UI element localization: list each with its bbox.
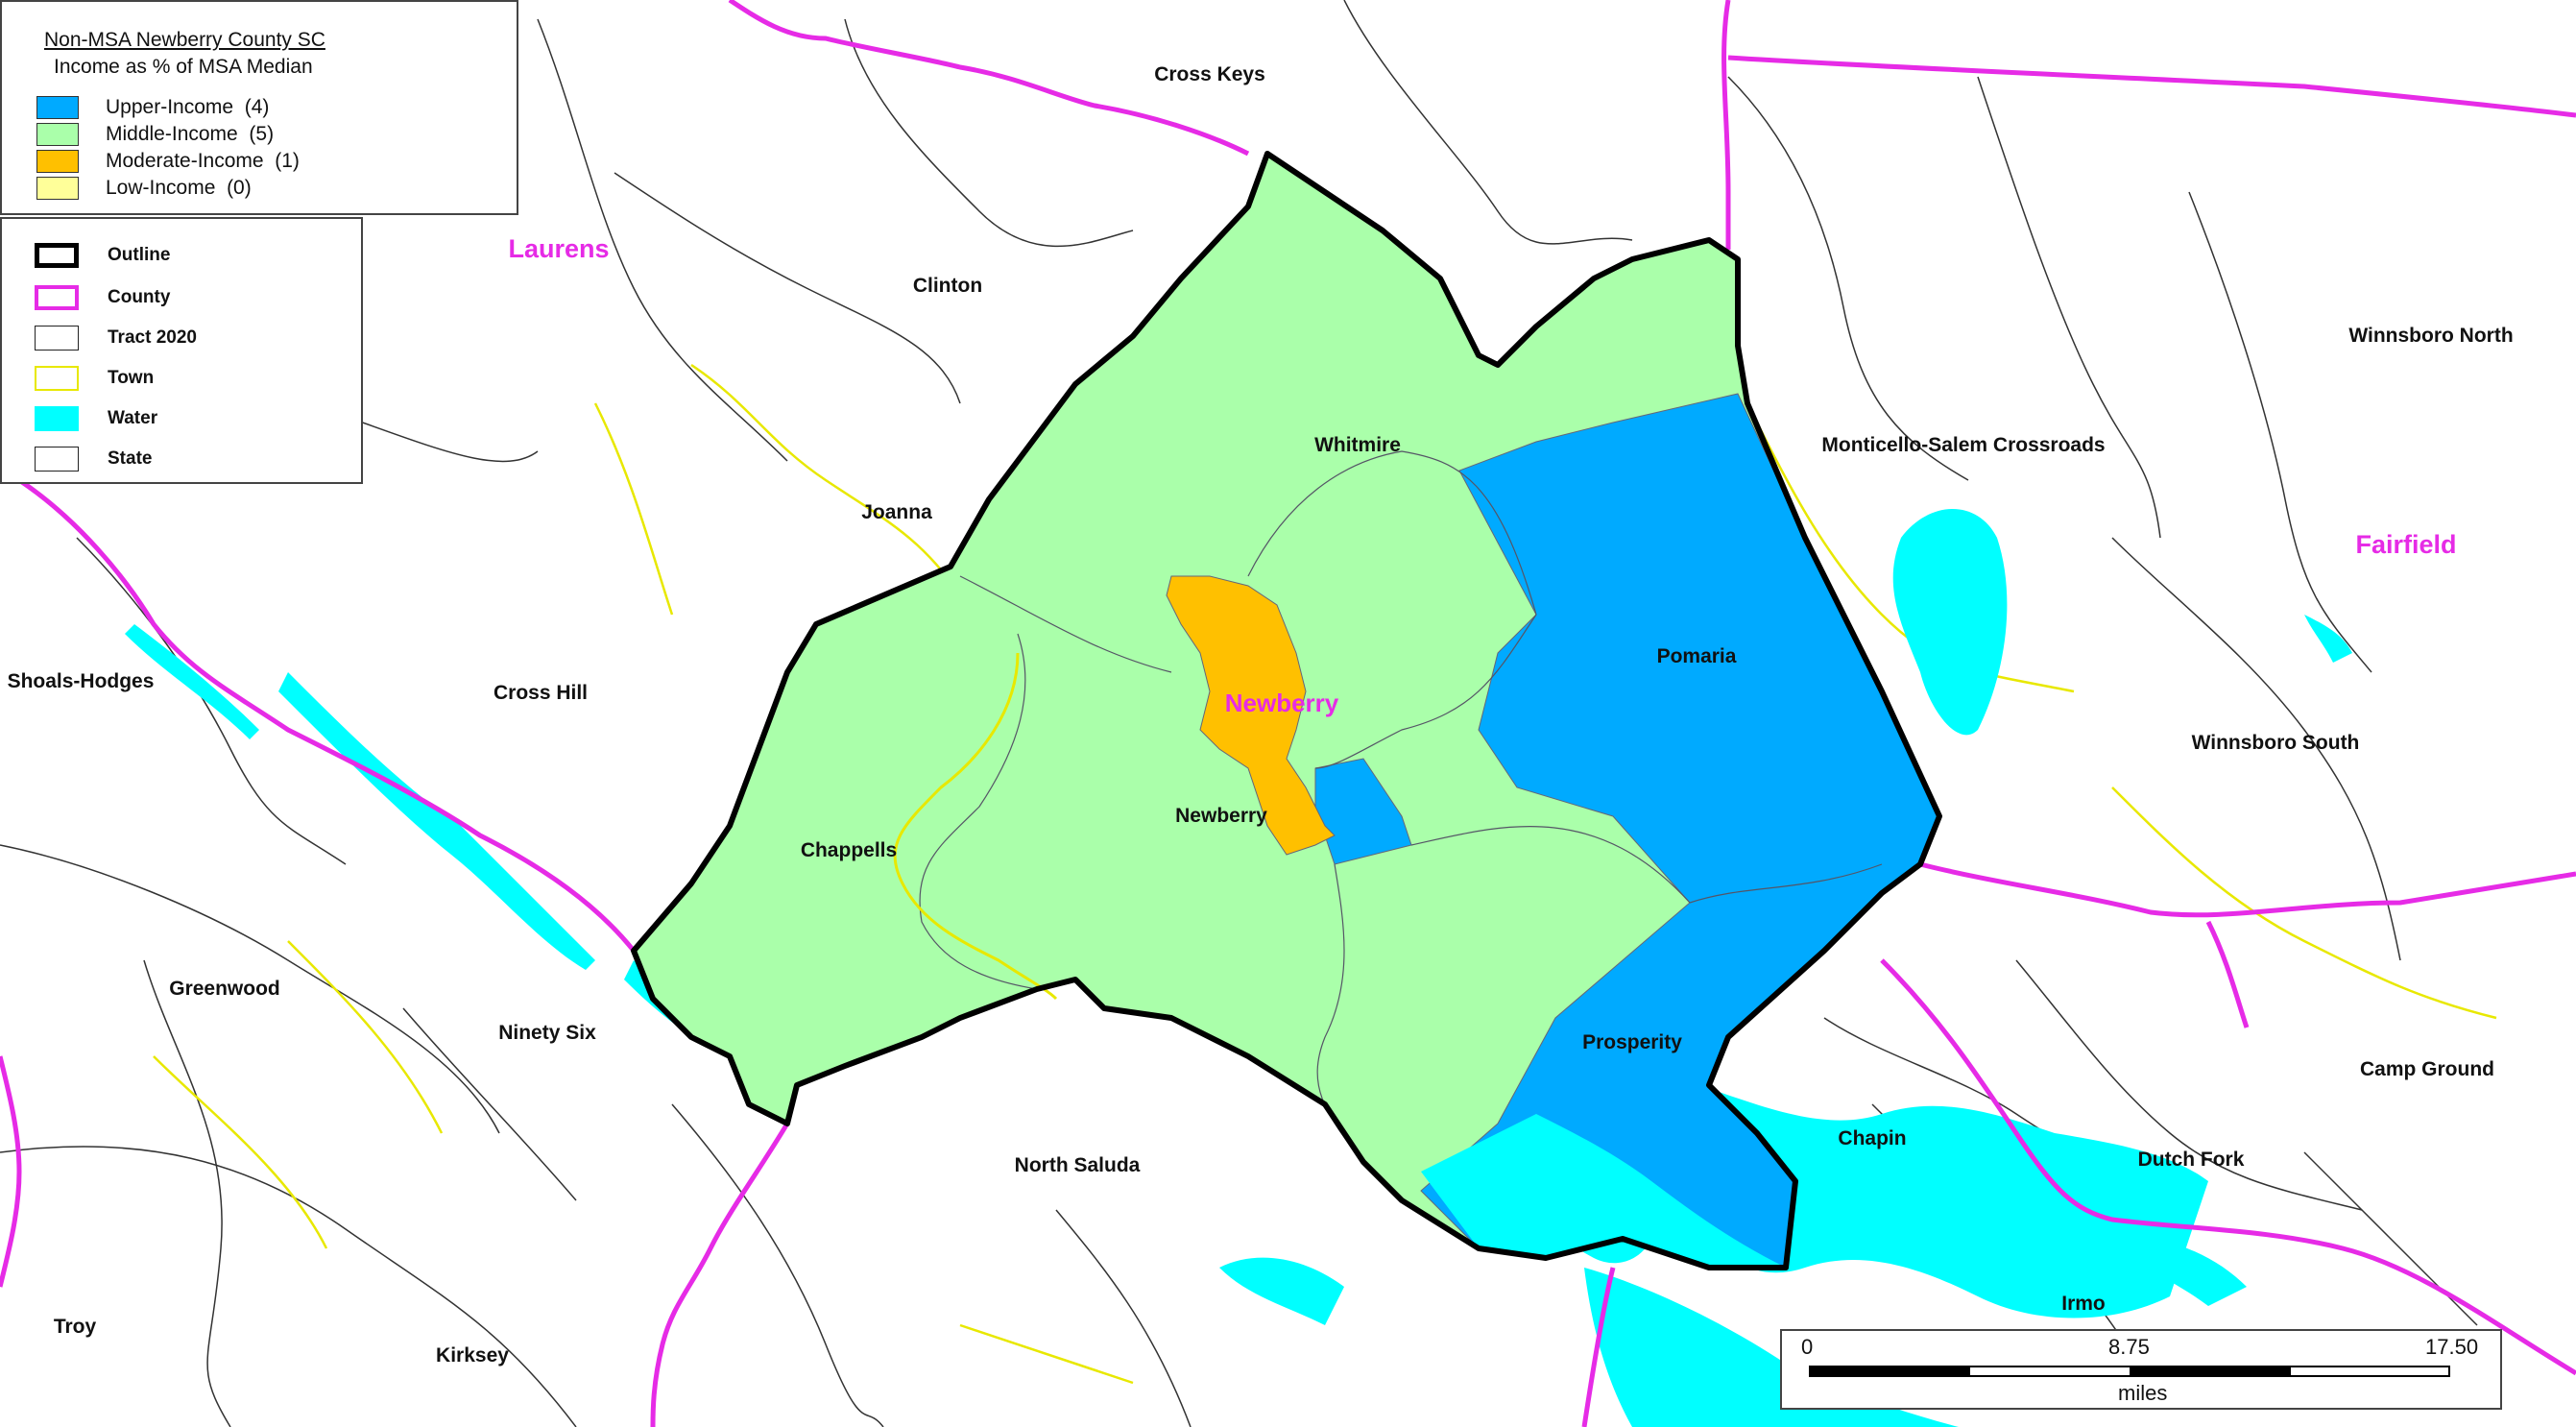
low-income-swatch: [36, 177, 79, 200]
place-label-kirksey: Kirksey: [436, 1344, 509, 1367]
legend-label-water: Water: [108, 408, 158, 428]
scale-segment-3: [2130, 1366, 2291, 1377]
place-label-shoals-hodges: Shoals-Hodges: [8, 670, 155, 692]
place-label-whitmire: Whitmire: [1314, 434, 1401, 456]
legend-label-outline: Outline: [108, 245, 171, 265]
place-label-irmo: Irmo: [2061, 1293, 2106, 1315]
county-label-laurens: Laurens: [508, 234, 609, 263]
place-label-cross-hill: Cross Hill: [494, 682, 588, 704]
place-label-dutch-fork: Dutch Fork: [2138, 1149, 2245, 1171]
place-labels: Cross Keys Clinton Winnsboro North Whitm…: [8, 63, 2514, 1367]
moderate-income-tract[interactable]: [1166, 575, 1336, 856]
county-labels: Laurens Fairfield Newberry: [508, 234, 2456, 717]
place-label-chapin: Chapin: [1838, 1127, 1906, 1149]
scale-segment-4: [2289, 1366, 2450, 1377]
place-label-chappells: Chappells: [801, 839, 897, 861]
state-swatch: [35, 447, 79, 472]
legend-row-town: Town: [35, 365, 154, 392]
place-label-joanna: Joanna: [861, 501, 932, 523]
county-water: [1421, 1114, 1786, 1268]
county-label-newberry: Newberry: [1225, 689, 1339, 717]
scale-tick-end: 17.50: [2425, 1335, 2479, 1359]
newberry-county-tracts[interactable]: [633, 153, 1940, 1269]
scale-bar: 0 8.75 17.50 miles: [1780, 1329, 2502, 1410]
legend-row-county: County: [35, 284, 170, 311]
scale-segment-1: [1809, 1366, 1970, 1377]
place-label-winnsboro-south: Winnsboro South: [2192, 732, 2360, 754]
legend-row-tract: Tract 2020: [35, 325, 197, 351]
place-label-winnsboro-north: Winnsboro North: [2348, 325, 2513, 347]
place-label-monticello: Monticello-Salem Crossroads: [1821, 434, 2105, 456]
place-label-camp-ground: Camp Ground: [2360, 1058, 2494, 1080]
county-outline: [631, 151, 1942, 1270]
legend-label-town: Town: [108, 368, 155, 388]
middle-income-swatch: [36, 123, 79, 146]
legend-label-low: Low-Income (0): [106, 177, 252, 199]
scale-tick-0: 0: [1801, 1335, 1814, 1359]
legend-row-middle: Middle-Income (5): [36, 121, 274, 148]
income-legend: Non-MSA Newberry County SC Income as % o…: [0, 0, 518, 215]
scale-unit: miles: [2118, 1381, 2168, 1405]
legend-label-state: State: [108, 448, 153, 469]
county-label-fairfield: Fairfield: [2355, 530, 2456, 559]
water-swatch: [35, 406, 79, 431]
place-label-prosperity: Prosperity: [1582, 1031, 1682, 1053]
legend-row-water: Water: [35, 405, 157, 432]
legend-subtitle: Income as % of MSA Median: [54, 56, 313, 78]
legend-label-tract: Tract 2020: [108, 327, 197, 348]
place-label-newberry-town: Newberry: [1175, 805, 1267, 827]
moderate-income-swatch: [36, 150, 79, 173]
legend-label-county: County: [108, 287, 171, 307]
place-label-clinton: Clinton: [913, 275, 982, 297]
legend-row-low: Low-Income (0): [36, 175, 252, 202]
place-label-ninety-six: Ninety Six: [498, 1022, 596, 1044]
legend-label-middle: Middle-Income (5): [106, 123, 275, 145]
place-label-north-saluda: North Saluda: [1015, 1154, 1141, 1176]
place-label-cross-keys: Cross Keys: [1154, 63, 1265, 85]
scale-segment-2: [1968, 1366, 2131, 1377]
legend-row-moderate: Moderate-Income (1): [36, 148, 300, 175]
legend-label-upper: Upper-Income (4): [106, 96, 270, 118]
legend-row-state: State: [35, 446, 152, 472]
legend-title: Non-MSA Newberry County SC: [44, 29, 325, 51]
tract-swatch: [35, 326, 79, 351]
layer-legend: Outline County Tract 2020 Town Water Sta…: [0, 217, 363, 484]
place-label-troy: Troy: [54, 1316, 97, 1338]
place-label-pomaria: Pomaria: [1657, 645, 1737, 667]
chappells-town-boundary: [893, 652, 1058, 1001]
place-label-greenwood: Greenwood: [169, 978, 280, 1000]
upper-income-swatch: [36, 96, 79, 119]
scale-tick-mid: 8.75: [2108, 1335, 2150, 1359]
legend-row-upper: Upper-Income (4): [36, 94, 269, 121]
county-swatch: [35, 285, 79, 310]
town-swatch: [35, 366, 79, 391]
outline-swatch: [35, 243, 79, 268]
legend-row-outline: Outline: [35, 242, 170, 269]
legend-label-moderate: Moderate-Income (1): [106, 150, 300, 172]
